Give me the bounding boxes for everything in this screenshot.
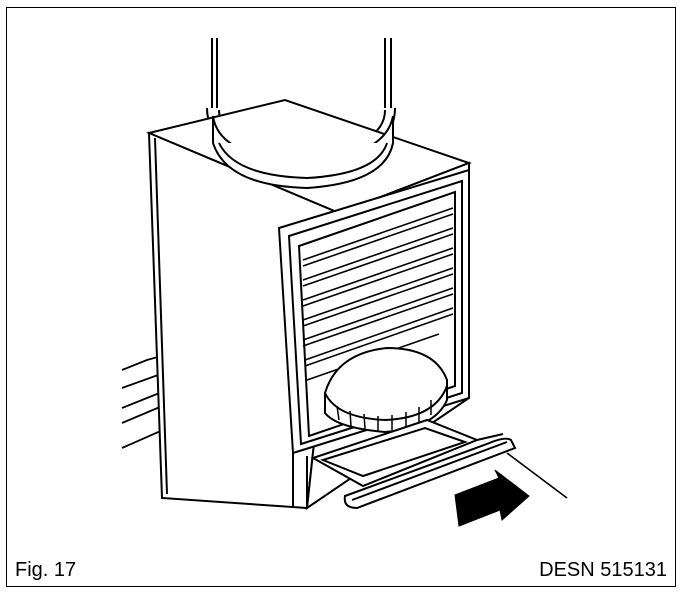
- figure-frame: Fig. 17 DESN 515131: [6, 7, 676, 587]
- floor-edge-line: [506, 452, 568, 499]
- pull-out-arrow: [454, 469, 530, 527]
- filter-drawer-tray: [310, 418, 517, 510]
- filter-removal-illustration: [121, 38, 568, 527]
- figure-label: Fig. 17: [15, 559, 77, 581]
- filter-cartridge: [324, 346, 448, 434]
- reference-code: DESN 515131: [539, 559, 667, 581]
- grille-louvers: [302, 207, 454, 381]
- pipe-collar: [212, 115, 394, 190]
- housing-bottom: [292, 453, 308, 508]
